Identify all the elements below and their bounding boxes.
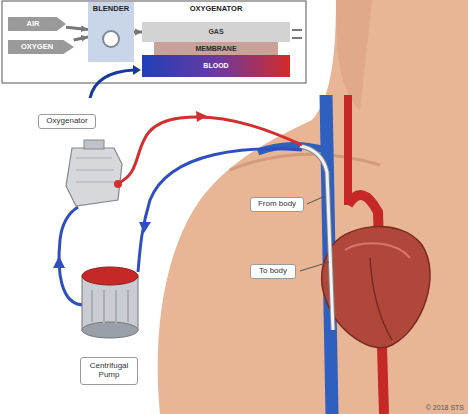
node-text: Oxygenator — [46, 117, 87, 126]
blood-inlet-arrow — [90, 70, 134, 98]
heart — [322, 226, 430, 347]
pump-head — [82, 267, 138, 285]
node-text: MEMBRANE — [195, 45, 236, 53]
pump-outlet-tubing — [59, 207, 84, 305]
callout-label: To body — [250, 264, 296, 279]
gas-outlet — [292, 30, 302, 38]
return-flow-arrow — [196, 111, 207, 122]
node-text: To body — [259, 267, 287, 276]
air-inlet: AIR — [8, 17, 66, 31]
copyright-note: © 2018 STS — [426, 404, 464, 411]
oxygenator-panel: GAS MEMBRANE BLOOD OXYGENATOR — [140, 2, 292, 80]
leader-line — [300, 262, 329, 271]
blood-chamber: BLOOD — [142, 55, 290, 77]
node-text: BLENDER — [93, 5, 129, 13]
pump-grille — [92, 290, 128, 324]
membrane-layer: MEMBRANE — [154, 42, 278, 55]
flow-arrow — [66, 27, 88, 29]
oxygen-inlet: OXYGEN — [8, 40, 74, 54]
leader-line — [307, 196, 325, 204]
gas-chamber: GAS — [142, 22, 290, 42]
cannula — [300, 146, 333, 330]
oxygenator-ribs — [76, 158, 114, 182]
node-text: AIR — [27, 20, 40, 28]
heart-highlight — [345, 243, 410, 258]
carotid-artery — [344, 95, 352, 205]
node-text: OXYGENATOR — [190, 5, 243, 13]
node-text: From body — [258, 200, 296, 209]
pump-base — [82, 322, 138, 338]
device-label: Centrifugal Pump — [80, 357, 138, 385]
pump-flow-arrow — [53, 256, 65, 268]
flow-arrow — [74, 37, 88, 40]
oxygenator-device — [66, 148, 122, 206]
mixer-valve — [103, 31, 119, 47]
oxygenator-cap — [84, 140, 104, 149]
node-text: Centrifugal Pump — [84, 362, 134, 380]
device-label: Oxygenator — [38, 114, 96, 129]
drainage-flow-arrow — [139, 222, 151, 233]
blender-panel: BLENDER — [88, 2, 134, 62]
callout-label: From body — [250, 197, 304, 212]
node-text: GAS — [208, 28, 223, 36]
flow-arrow — [134, 31, 142, 34]
inset-frame — [2, 1, 306, 83]
cannula-outline — [300, 146, 333, 330]
collarbone-shade — [230, 154, 380, 170]
node-text: OXYGEN — [21, 43, 53, 51]
oxygenator-port — [114, 180, 122, 188]
blood-inlet-head — [133, 65, 141, 75]
node-text: BLOOD — [203, 62, 228, 70]
neck-shade — [336, 0, 372, 110]
heart-groove — [370, 258, 392, 340]
